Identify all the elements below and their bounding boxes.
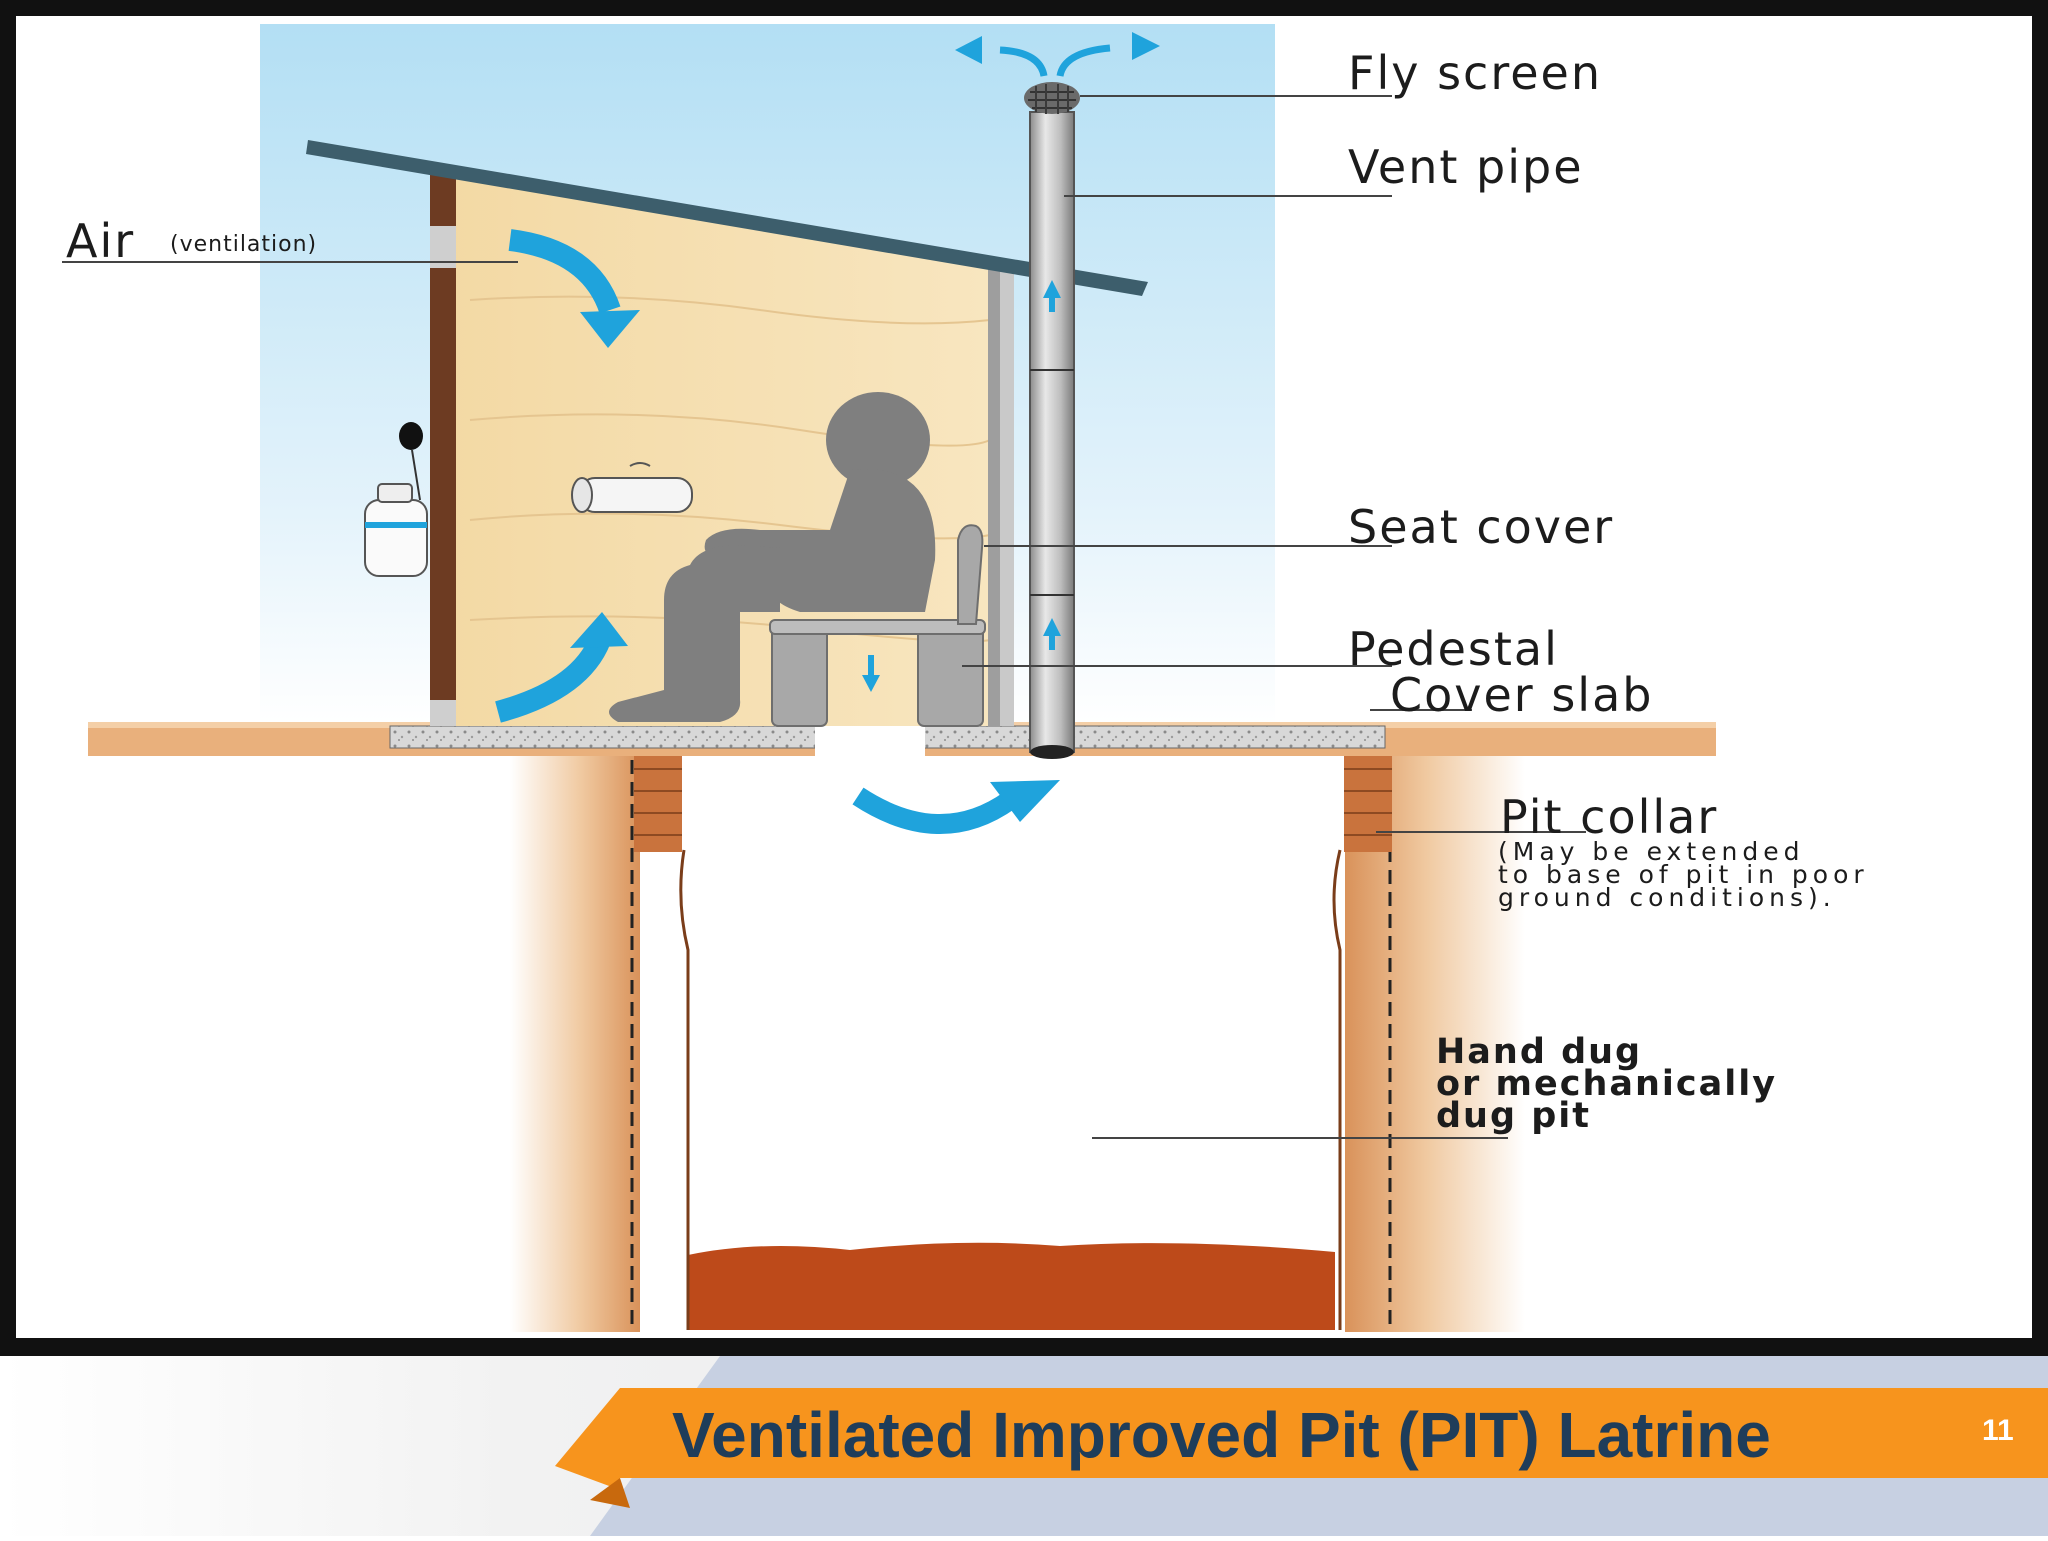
pit-collar-left	[634, 744, 682, 852]
label-vent-pipe: Vent pipe	[1348, 140, 1584, 194]
pipe-airflow-arrow-icon	[1043, 280, 1061, 650]
pit	[680, 752, 1340, 1330]
label-fly-screen: Fly screen	[1348, 46, 1602, 100]
label-seat-cover: Seat cover	[1348, 500, 1615, 554]
pit-sludge	[688, 1242, 1335, 1330]
slide-title: Ventilated Improved Pit (PIT) Latrine	[672, 1399, 1771, 1471]
exhaust-airflow-arrow-icon	[999, 44, 1111, 77]
toilet-roll-icon	[571, 462, 693, 513]
roof	[306, 140, 1148, 296]
air-up-arrow-icon	[495, 612, 628, 723]
seat-cover	[957, 524, 984, 625]
label-air: Air	[66, 214, 136, 268]
pit-collar-right	[1344, 744, 1392, 852]
fly-screen	[1024, 82, 1080, 114]
label-air-note: (ventilation)	[170, 232, 318, 257]
pit-airflow-arrow-icon	[852, 780, 1060, 834]
vent-pipe	[1029, 111, 1075, 753]
air-in-arrow-icon	[508, 229, 640, 348]
label-pit-collar-note: (May be extended to base of pit in poor …	[1498, 837, 1869, 912]
leader-lines	[62, 95, 1586, 1139]
soil-left	[510, 752, 640, 1332]
pedestal	[771, 623, 828, 727]
label-pedestal: Pedestal	[1348, 622, 1559, 676]
label-cover-slab: Cover slab	[1390, 668, 1654, 722]
page-number: 11	[1982, 1414, 2014, 1447]
person-icon	[609, 392, 936, 722]
down-arrow-icon	[862, 655, 880, 692]
title-banner	[620, 1388, 2048, 1478]
water-container-icon	[364, 422, 428, 577]
label-pit-collar: Pit collar	[1500, 790, 1719, 844]
label-pit: Hand dug or mechanically dug pit	[1436, 1032, 1778, 1136]
